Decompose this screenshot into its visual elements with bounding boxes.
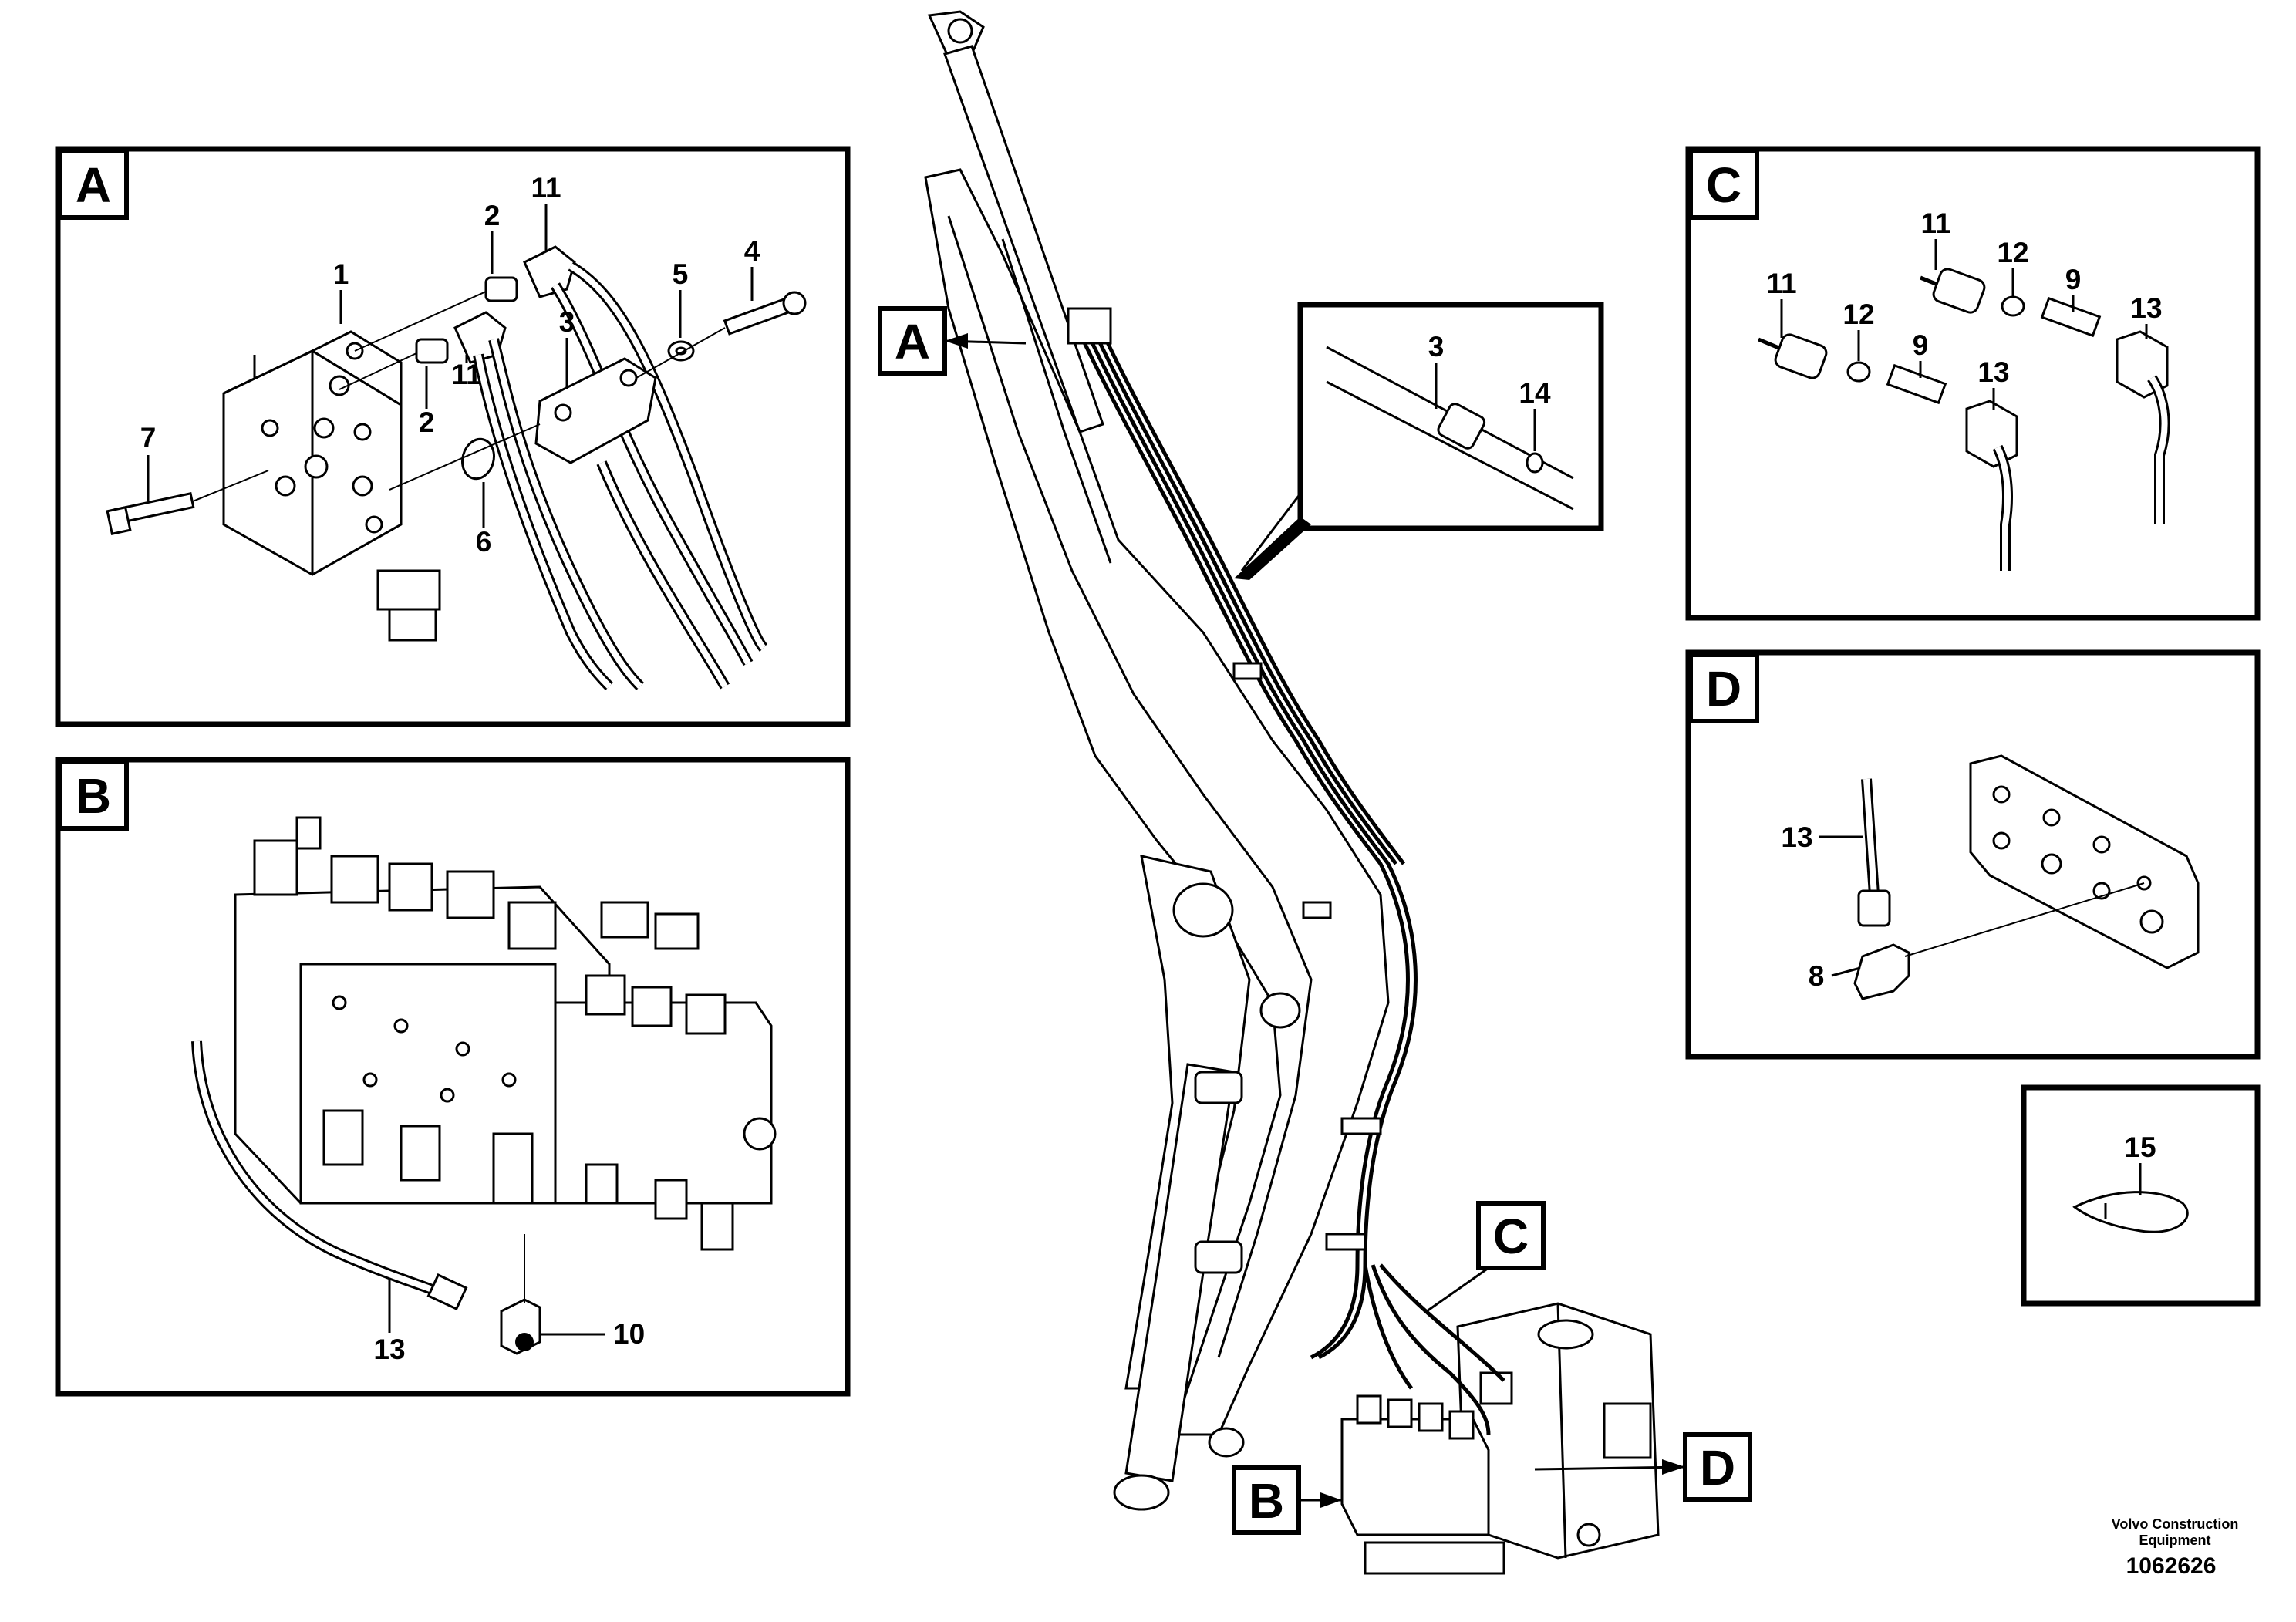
brand-line-2: Equipment bbox=[2139, 1533, 2211, 1548]
fitting-10 bbox=[500, 1234, 541, 1355]
mounting-plate bbox=[1969, 754, 2200, 969]
elbow-fitting-8 bbox=[1853, 882, 2145, 1000]
item-11-label-c2: 11 bbox=[1766, 268, 1796, 299]
excavator-boom-assembly bbox=[924, 10, 1418, 1511]
hose-elbow-11-lower bbox=[453, 311, 644, 690]
o-ring-6 bbox=[389, 423, 541, 491]
cable-tie-panel: 15 bbox=[2021, 1084, 2261, 1307]
valve-block bbox=[222, 330, 441, 642]
callout-flag-c: C bbox=[1426, 1201, 1546, 1313]
item-13-label: 13 bbox=[373, 1334, 405, 1365]
flange-3 bbox=[534, 357, 730, 690]
item-10-label: 10 bbox=[613, 1318, 645, 1350]
item-9-label-c2: 9 bbox=[1913, 329, 1929, 361]
item-2-label-lower: 2 bbox=[419, 406, 435, 438]
item-12-label-c1: 12 bbox=[1997, 237, 2028, 268]
brand-line-1: Volvo Construction bbox=[2112, 1516, 2239, 1532]
item-14-label: 14 bbox=[1519, 377, 1551, 409]
callout-b-label: B bbox=[1249, 1473, 1284, 1529]
hydraulic-tank-and-valve bbox=[1340, 1263, 1660, 1575]
item-5-label: 5 bbox=[673, 258, 689, 290]
fitting-row-upper bbox=[1920, 268, 2170, 524]
item-11-label: 11 bbox=[531, 172, 561, 204]
item-13-label-c1: 13 bbox=[2130, 292, 2162, 324]
item-4-label: 4 bbox=[744, 235, 760, 267]
item-8-label: 8 bbox=[1809, 960, 1825, 992]
item-11-label-lower: 11 bbox=[451, 359, 481, 390]
hose-elbow-11-upper bbox=[523, 245, 768, 666]
item-7-label: 7 bbox=[140, 422, 157, 454]
view-d-callouts: 13 8 bbox=[1781, 821, 1863, 992]
view-c-label: C bbox=[1706, 157, 1741, 213]
bolt-4 bbox=[636, 291, 807, 379]
view-c-panel: C 11 12 9 13 bbox=[1685, 146, 2261, 621]
item-13-label-c2: 13 bbox=[1977, 356, 2009, 388]
item-3-label-detail: 3 bbox=[1428, 331, 1445, 363]
view-d-panel: D 13 8 bbox=[1685, 649, 2261, 1060]
callout-flag-b: B bbox=[1232, 1465, 1342, 1535]
item-15-label: 15 bbox=[2124, 1131, 2156, 1163]
item-11-label-c1: 11 bbox=[1920, 207, 1950, 239]
callout-d-label: D bbox=[1700, 1440, 1735, 1496]
fitting-2-lower bbox=[339, 338, 449, 390]
item-12-label-c2: 12 bbox=[1843, 298, 1874, 330]
view-d-label: D bbox=[1706, 661, 1741, 717]
callout-a-label: A bbox=[895, 314, 930, 369]
drawing-number: 1062626 bbox=[2126, 1553, 2217, 1579]
item-9-label-c1: 9 bbox=[2065, 264, 2082, 295]
bolt-7 bbox=[106, 470, 269, 535]
view-a-callouts: 1 2 11 5 4 3 7 11 2 6 bbox=[140, 172, 760, 558]
view-b-callouts: 13 10 bbox=[373, 1280, 645, 1365]
hose-13 bbox=[191, 1040, 468, 1311]
fitting-row-lower bbox=[1758, 333, 2018, 571]
view-a-panel: A bbox=[55, 146, 851, 727]
footer-block: Volvo Construction Equipment 1062626 bbox=[2112, 1516, 2239, 1579]
view-a-label: A bbox=[76, 157, 111, 213]
callout-c-label: C bbox=[1493, 1209, 1529, 1264]
item-1-label: 1 bbox=[333, 258, 349, 290]
view-b-label: B bbox=[76, 768, 111, 824]
item-2-label: 2 bbox=[484, 200, 501, 231]
item-3-label: 3 bbox=[559, 306, 575, 338]
view-c-callouts: 11 12 9 13 11 12 9 13 bbox=[1766, 207, 2163, 410]
control-valve-assembly bbox=[234, 816, 777, 1251]
callout-flag-a: A bbox=[878, 306, 1027, 376]
detail-hose-panel: 3 14 bbox=[1234, 302, 1604, 580]
hose-13-d bbox=[1857, 778, 1891, 927]
fitting-2-upper bbox=[354, 276, 518, 352]
item-6-label: 6 bbox=[476, 526, 492, 558]
callout-flag-d: D bbox=[1534, 1432, 1752, 1502]
item-13-label-d: 13 bbox=[1781, 821, 1812, 853]
view-b-panel: B bbox=[55, 757, 851, 1397]
